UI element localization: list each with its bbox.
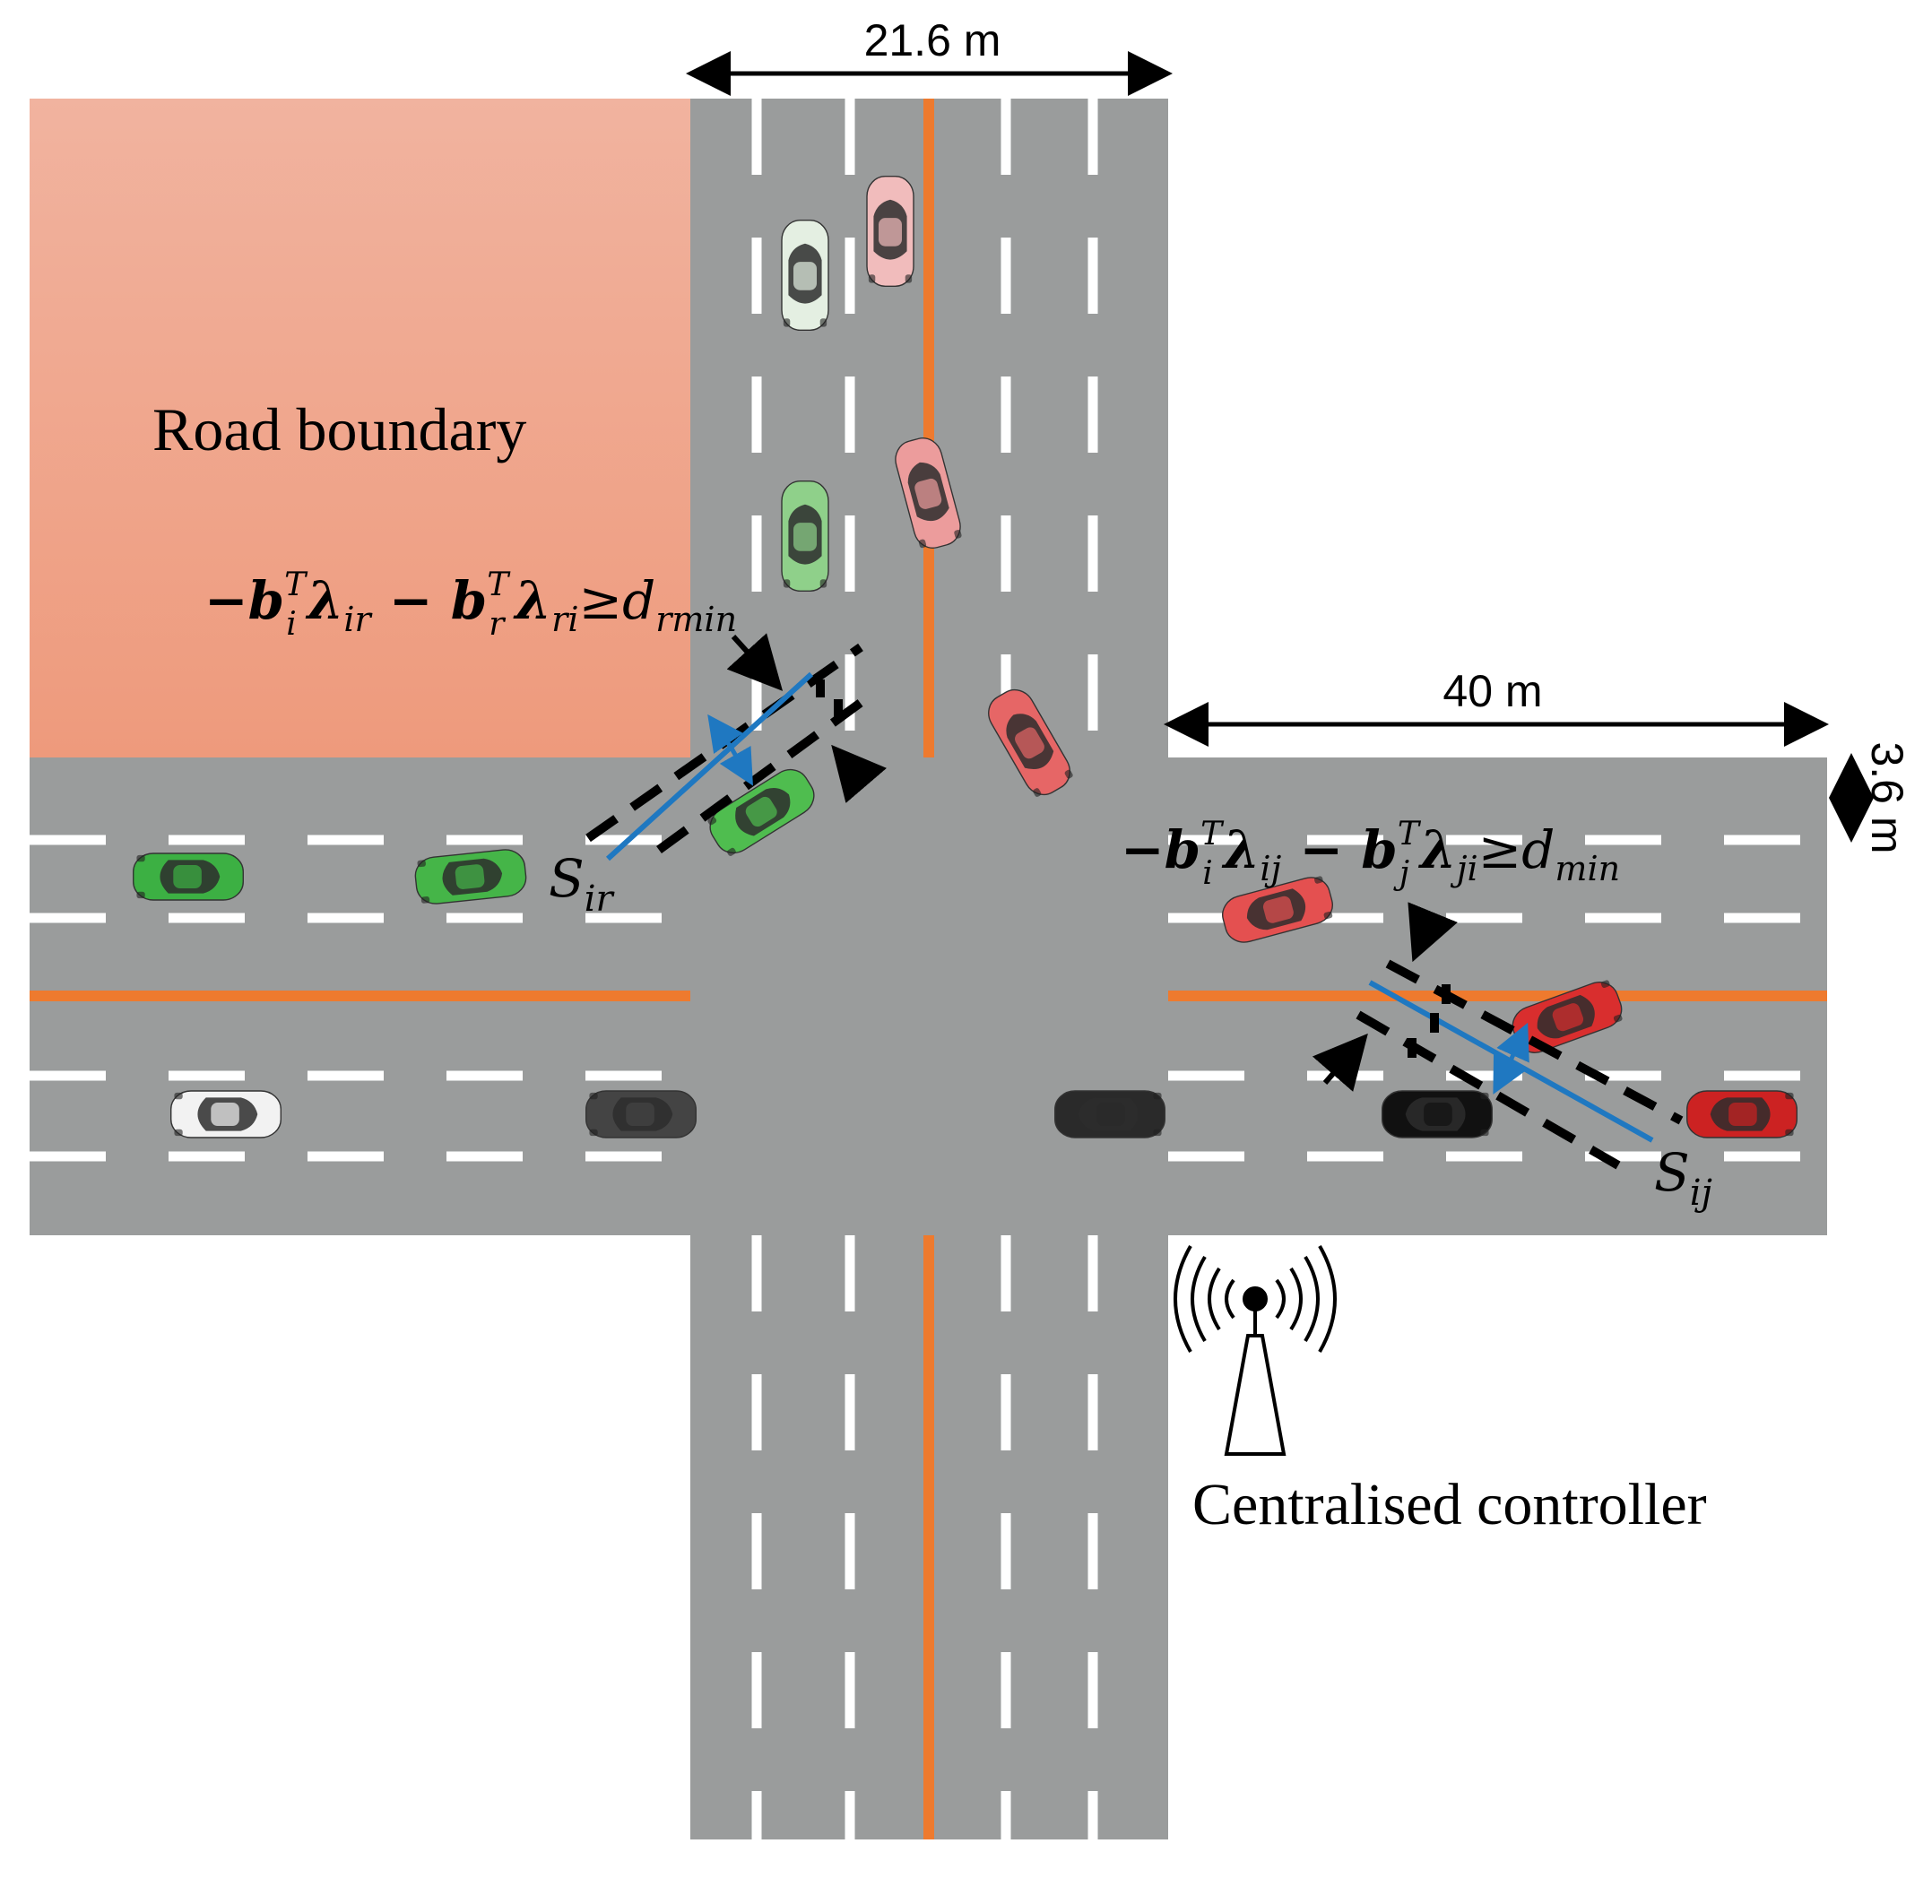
car-icon [781,219,829,332]
controller-label: Centralised controller [1192,1472,1707,1537]
car-icon [585,1090,697,1138]
car-icon [1685,1090,1798,1138]
car-icon [132,852,245,901]
separator-left-label: Sir [549,848,616,920]
road-boundary-label: Road boundary [152,395,526,463]
car-icon [866,175,914,288]
car-icon [1053,1090,1166,1138]
separator-left [585,633,888,861]
dimension-right-label: 40 m [1443,666,1542,716]
dimension-top-label: 21.6 m [864,15,1001,65]
center-lines [30,99,1827,1839]
separator-right-label: Sij [1654,1142,1712,1214]
car-icon [781,480,829,593]
road-boundary-area [30,99,690,757]
dimension-arrows [686,51,1874,843]
car-icon [169,1090,282,1138]
radio-tower-icon [1174,1245,1337,1456]
dimension-lane-label: 3.6 m [1862,741,1912,853]
separator-right [1312,902,1684,1170]
lane-markings [30,99,1827,1839]
car-icon [1381,1090,1494,1138]
